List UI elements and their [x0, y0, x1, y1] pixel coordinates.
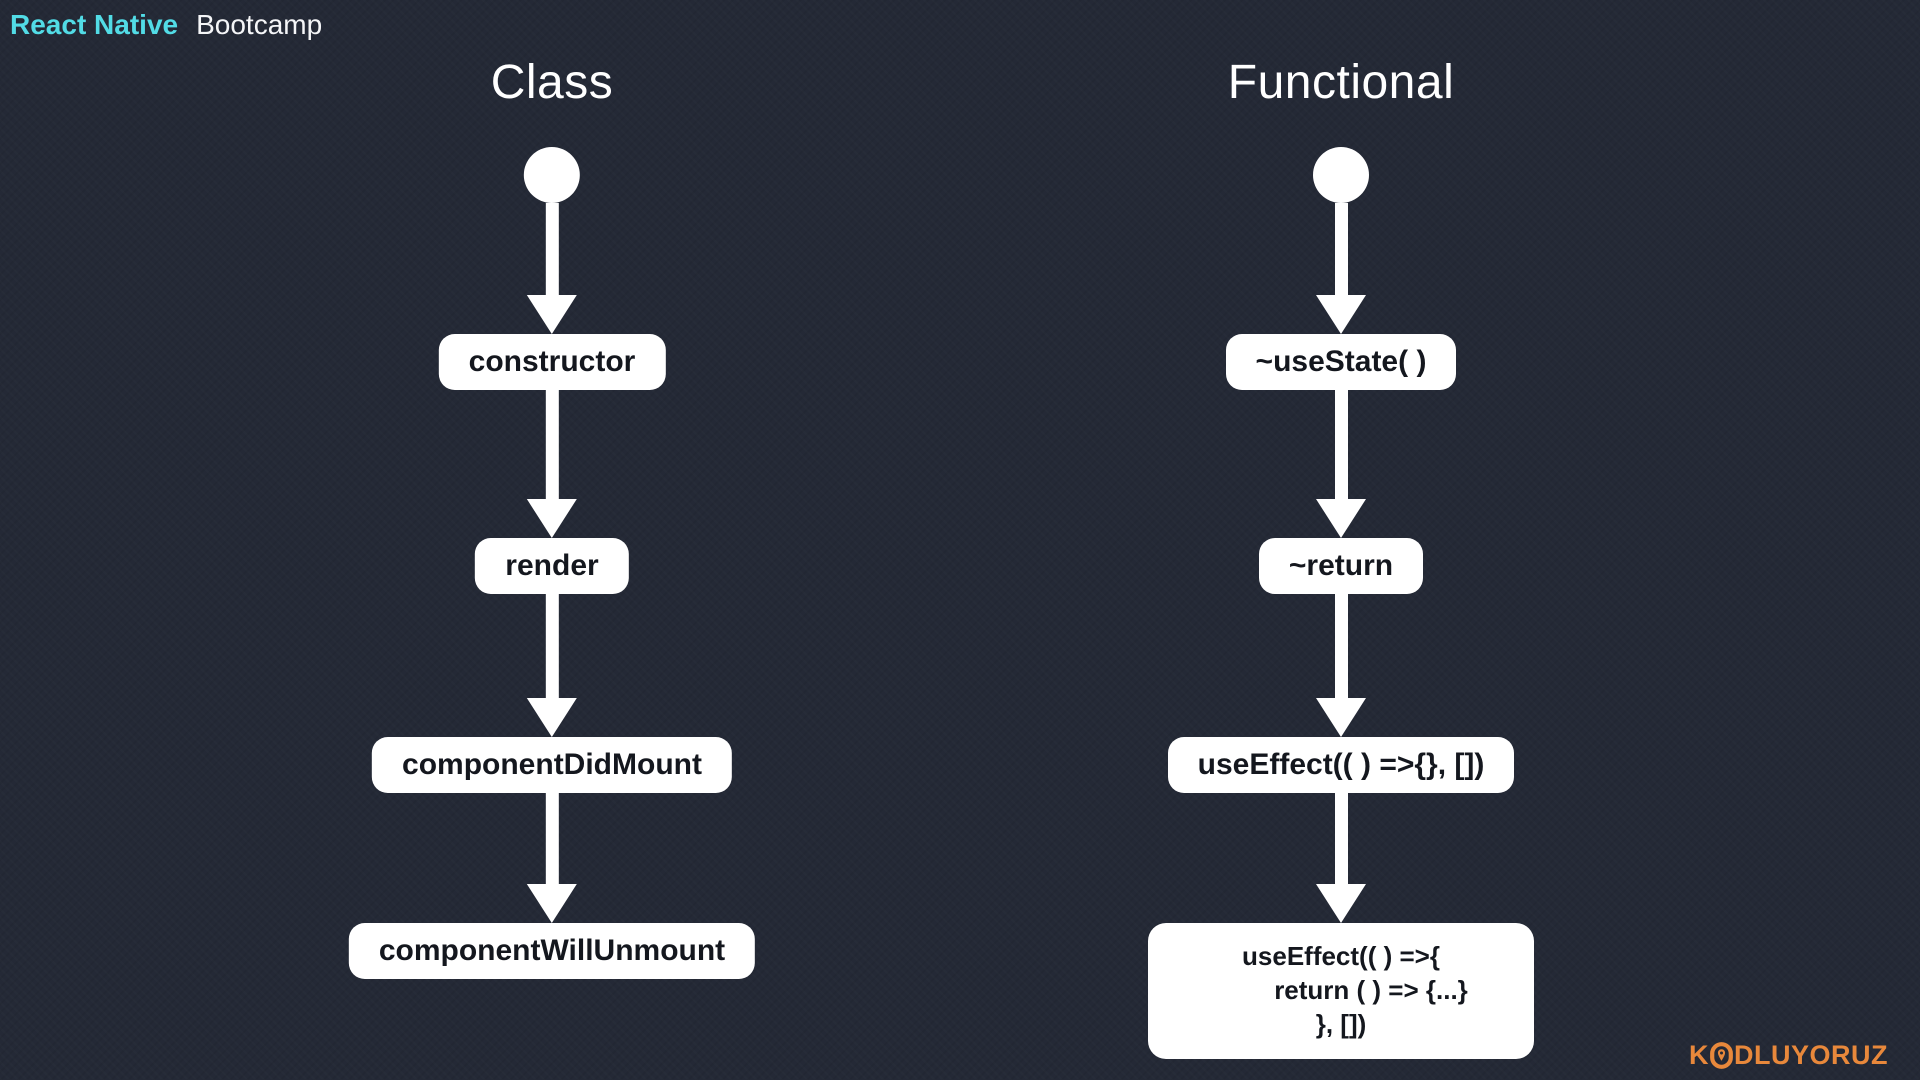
node-component-did-mount: componentDidMount — [372, 737, 732, 793]
down-arrow-icon — [526, 390, 577, 538]
brand-header: React Native Bootcamp — [10, 8, 322, 42]
node-use-state: ~useState( ) — [1225, 334, 1457, 390]
node-use-effect: useEffect(( ) =>{}, []) — [1167, 737, 1515, 793]
node-render: render — [475, 538, 629, 594]
kodluyoruz-logo: K DLUYORUZ — [1689, 1040, 1888, 1071]
code-line-1: useEffect(( ) =>{ — [1242, 941, 1440, 971]
logo-rest: DLUYORUZ — [1734, 1040, 1888, 1070]
node-return: ~return — [1258, 538, 1424, 594]
down-arrow-icon — [1316, 594, 1366, 737]
start-circle-icon — [1313, 147, 1369, 203]
node-component-will-unmount: componentWillUnmount — [348, 923, 756, 979]
node-constructor: constructor — [438, 334, 666, 390]
down-arrow-icon — [526, 793, 577, 923]
brand-suffix: Bootcamp — [196, 9, 323, 40]
down-arrow-icon — [1316, 793, 1366, 923]
brand-product-name: React Native — [10, 9, 179, 40]
code-line-2: return ( ) => {...} — [1274, 975, 1468, 1005]
node-use-effect-cleanup: useEffect(( ) =>{ return ( ) => {...} },… — [1148, 923, 1534, 1059]
down-arrow-icon — [1316, 390, 1366, 538]
logo-letter-k: K — [1689, 1040, 1709, 1070]
start-circle-icon — [523, 147, 580, 203]
class-column-title: Class — [490, 56, 614, 109]
down-arrow-icon — [526, 203, 577, 334]
down-arrow-icon — [526, 594, 577, 737]
functional-column-title: Functional — [1227, 56, 1455, 109]
functional-lifecycle-column: Functional ~useState( ) ~return useEffec… — [1148, 52, 1534, 1059]
code-line-3: }, []) — [1315, 1009, 1367, 1039]
down-arrow-icon — [1316, 203, 1366, 334]
rocket-o-icon — [1710, 1042, 1733, 1069]
class-lifecycle-column: Class constructor render componentDidMou… — [348, 52, 756, 979]
